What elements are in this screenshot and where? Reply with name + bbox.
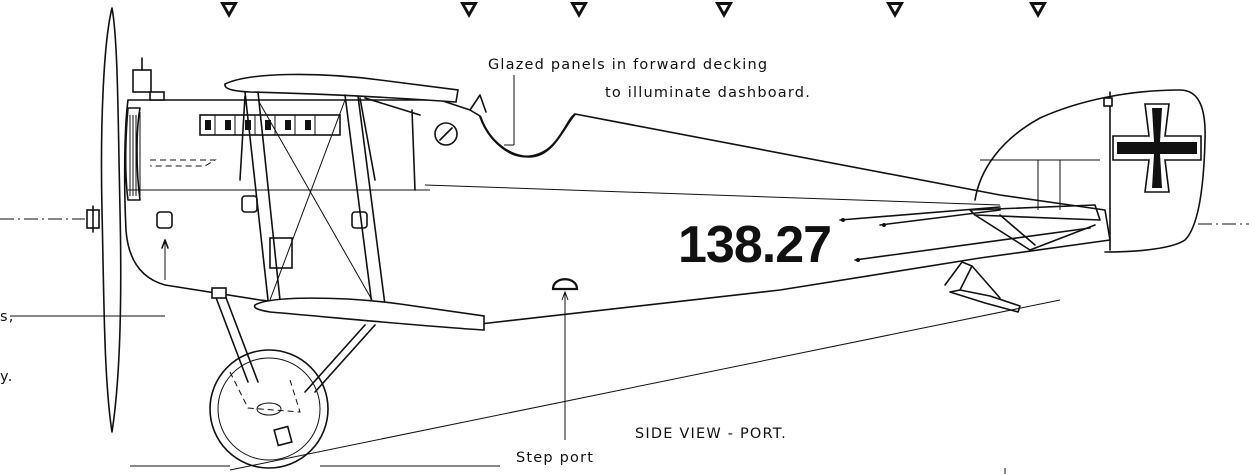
undercarriage	[209, 287, 376, 469]
iron-cross-icon	[1112, 103, 1202, 193]
tail-unit	[969, 89, 1206, 253]
glazed-panels-note-line-2: to illuminate dashboard.	[605, 85, 811, 101]
section-arrow-icon	[886, 2, 904, 18]
upper-wing	[224, 73, 459, 103]
section-arrow-icon	[220, 2, 238, 18]
wing-struts	[239, 91, 421, 306]
tail-skid	[944, 261, 1021, 313]
section-arrow-icon	[460, 2, 478, 18]
cut-off-note-2: y.	[0, 369, 14, 385]
thrust-line	[0, 218, 1249, 225]
propeller	[86, 7, 122, 433]
section-arrow-icon	[715, 2, 733, 18]
glazed-panels-note-line-1: Glazed panels in forward decking	[488, 57, 768, 73]
step-port-note: Step port	[516, 450, 594, 466]
fuselage	[123, 57, 1111, 325]
section-arrow-icon	[570, 2, 588, 18]
lower-wing	[253, 297, 485, 331]
section-arrow-icon	[1029, 2, 1047, 18]
aircraft-serial-number: 138.27	[678, 216, 831, 274]
view-title: SIDE VIEW - PORT.	[635, 426, 787, 442]
ground-line	[130, 299, 1061, 474]
cut-off-note-1: s,	[0, 309, 15, 325]
section-markers	[220, 2, 1047, 18]
leader-lines	[10, 75, 569, 440]
